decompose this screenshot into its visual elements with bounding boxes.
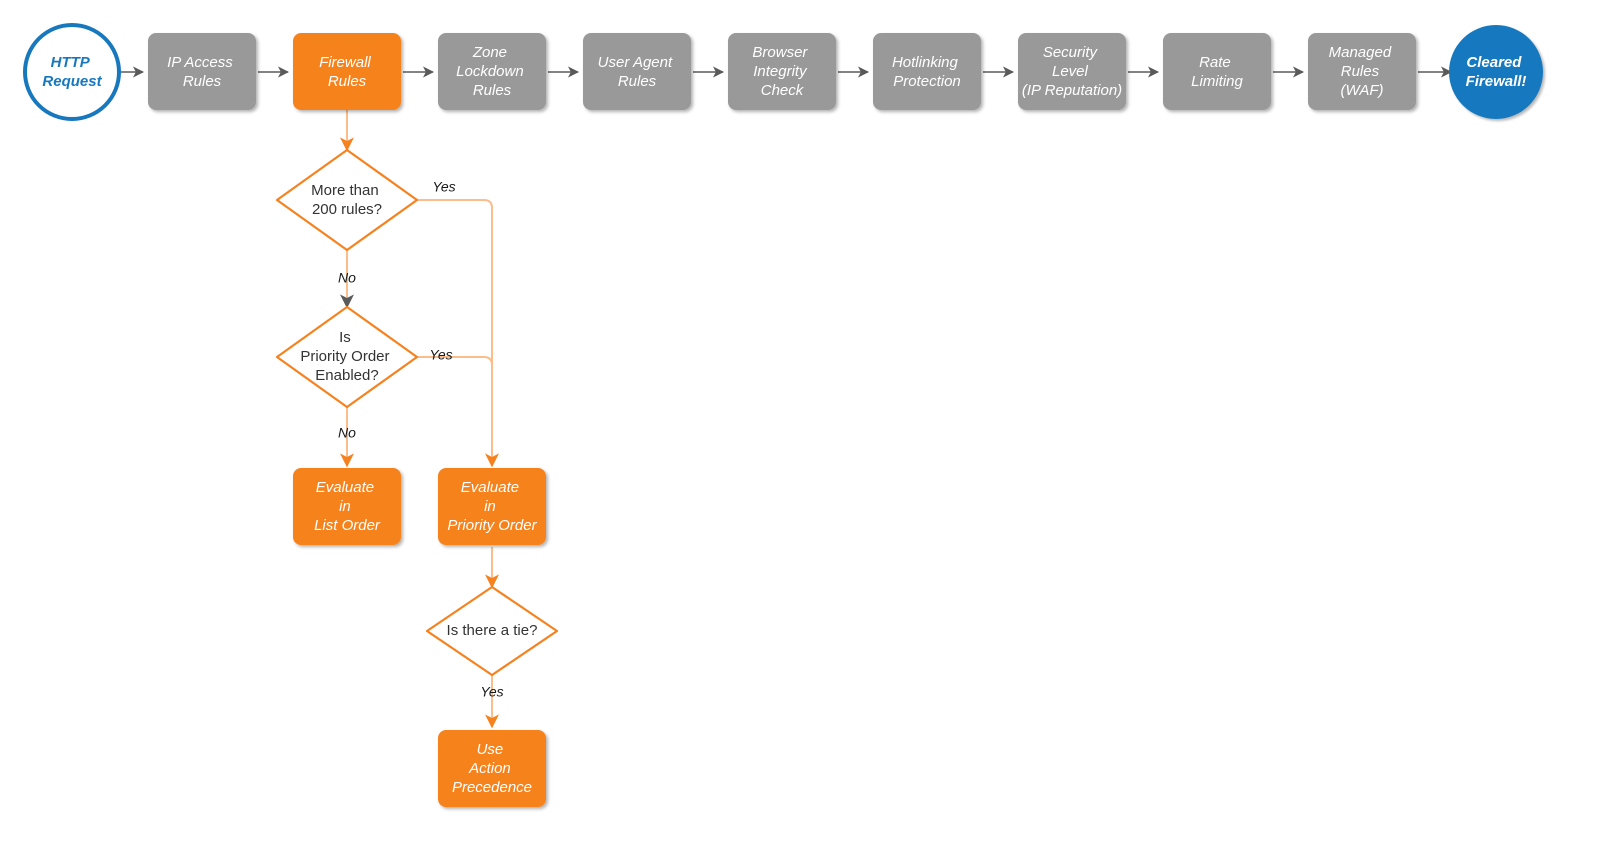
connector-decision1-yes [417,199,499,468]
zone-lockdown-rules-label: Zone Lockdown Rules [456,44,528,99]
use-action-precedence-label: Use Action Precedence [452,741,532,796]
edge-label-decision2-yes: Yes [429,347,452,363]
edge-label-decision1-no: No [338,270,356,286]
security-level-box [1018,33,1126,110]
node-firewall-rules[interactable]: Firewall Rules [293,33,401,110]
more-than-200-rules-diamond [275,148,419,252]
connector-decision2-yes [417,356,493,430]
managed-rules-waf-box [1308,33,1416,110]
evaluate-list-order-label: Evaluate in List Order [314,479,381,534]
user-agent-rules-box [583,33,691,110]
edge-label-decision1-yes: Yes [432,179,455,195]
is-there-a-tie-label: Is there a tie? [447,622,538,639]
hotlinking-protection-box [873,33,981,110]
branch-connectors: Is Priority Order Enabled? --> Evaluate … [340,110,499,729]
browser-integrity-check-box [728,33,836,110]
node-hotlinking-protection[interactable]: Hotlinking Protection [873,33,981,110]
http-request-circle [23,23,121,121]
is-priority-order-enabled-label: Is Priority Order Enabled? [300,329,393,384]
rate-limiting-box [1163,33,1271,110]
user-agent-rules-label: User Agent Rules [598,54,677,90]
security-level-label: Security Level (IP Reputation) [1022,44,1122,99]
node-security-level[interactable]: Security Level (IP Reputation) [1018,33,1126,110]
cleared-firewall-label: Cleared Firewall! [1466,54,1527,90]
node-zone-lockdown-rules[interactable]: Zone Lockdown Rules [438,33,546,110]
decision-is-there-a-tie[interactable]: Is there a tie? [425,585,559,677]
node-user-agent-rules[interactable]: User Agent Rules [583,33,691,110]
evaluate-priority-order-label: Evaluate in Priority Order [447,479,537,534]
use-action-precedence-box [438,730,546,807]
managed-rules-waf-label: Managed Rules (WAF) [1329,44,1396,99]
rate-limiting-label: Rate Limiting [1191,54,1243,90]
cleared-firewall-circle [1449,25,1543,119]
is-priority-order-enabled-diamond [275,305,419,409]
node-browser-integrity-check[interactable]: Browser Integrity Check [728,33,836,110]
zone-lockdown-rules-box [438,33,546,110]
ip-access-rules-label: IP Access Rules [167,54,237,90]
evaluate-priority-order-box [438,468,546,545]
ip-access-rules-box [148,33,256,110]
node-use-action-precedence[interactable]: Use Action Precedence [438,730,546,807]
evaluate-list-order-box [293,468,401,545]
browser-integrity-check-label: Browser Integrity Check [752,44,811,99]
node-rate-limiting[interactable]: Rate Limiting [1163,33,1271,110]
node-evaluate-list-order[interactable]: Evaluate in List Order [293,468,401,545]
more-than-200-rules-label: More than 200 rules? [311,182,383,218]
decision-more-than-200-rules[interactable]: More than 200 rules? [275,148,419,252]
node-http-request[interactable]: HTTP Request [23,23,121,121]
hotlinking-protection-label: Hotlinking Protection [892,54,962,90]
edge-label-decision2-no: No [338,425,356,441]
edge-label-tie-yes: Yes [480,684,503,700]
is-there-a-tie-diamond [425,585,559,677]
decision-is-priority-order-enabled[interactable]: Is Priority Order Enabled? [275,305,419,409]
node-ip-access-rules[interactable]: IP Access Rules [148,33,256,110]
node-cleared-firewall[interactable]: Cleared Firewall! [1449,25,1543,119]
http-request-label: HTTP Request [42,54,102,90]
firewall-rules-box [293,33,401,110]
node-evaluate-priority-order[interactable]: Evaluate in Priority Order [438,468,546,545]
node-managed-rules-waf[interactable]: Managed Rules (WAF) [1308,33,1416,110]
firewall-rules-label: Firewall Rules [319,54,375,90]
